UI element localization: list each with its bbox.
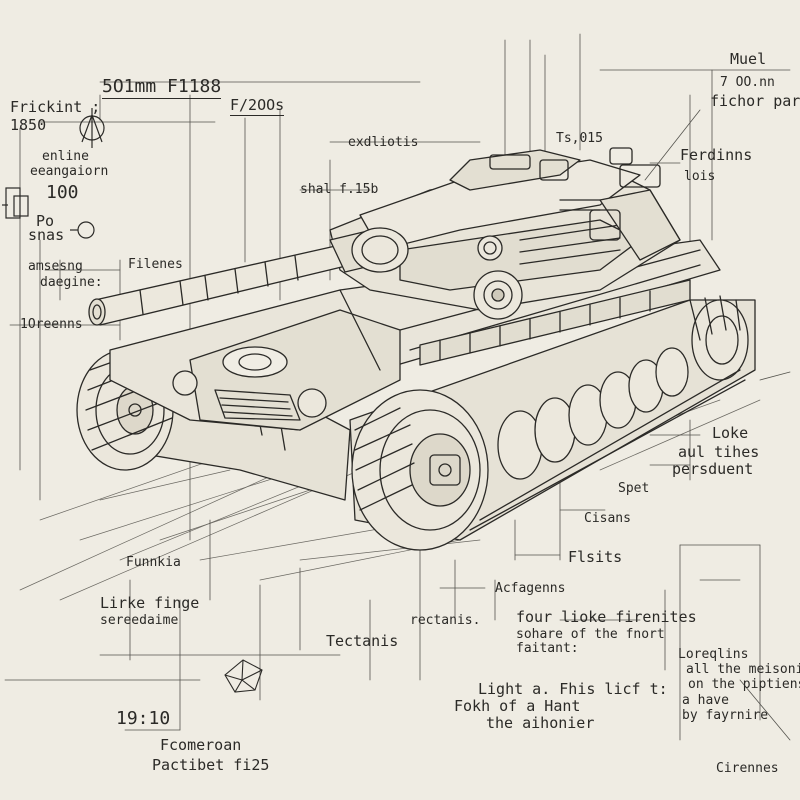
note-loreq-line5: by fayrnire bbox=[682, 708, 769, 723]
label-loke: Loke bbox=[712, 424, 749, 442]
dimension-title: 5O1mm F1188 bbox=[102, 76, 222, 99]
note-four-line1: four lioke firenites bbox=[516, 608, 697, 626]
label-ferdinns: Ferdinns bbox=[680, 146, 753, 164]
label-fcomeroan: Fcomeroan bbox=[160, 736, 242, 754]
label-ts: Ts,015 bbox=[556, 131, 603, 146]
note-loreq-line1: Loreqlins bbox=[678, 647, 749, 662]
label-spet: Spet bbox=[618, 481, 650, 496]
label-rectanis: rectanis. bbox=[410, 613, 481, 628]
note-light-line3: the aihonier bbox=[486, 714, 595, 732]
label-mm: 7 OO.nn bbox=[720, 75, 775, 90]
label-acfagenns: Acfagenns bbox=[495, 581, 566, 596]
note-loreq-line2: all the meisonies bbox=[686, 662, 800, 677]
label-flsits: Flsits bbox=[568, 548, 623, 566]
label-aul-tihes: aul tihes bbox=[678, 443, 760, 461]
label-shal: shal f.15b bbox=[300, 182, 379, 197]
compass-sketch-icon bbox=[79, 108, 105, 148]
note-loreq-line3: on the piptiens bbox=[688, 677, 800, 692]
note-four-line2: sohare of the fnort bbox=[516, 627, 665, 642]
label-fichor: fichor part, bbox=[710, 92, 800, 110]
label-screedaime: sereedaime bbox=[100, 613, 179, 628]
note-four-line3: faitant: bbox=[516, 641, 579, 656]
small-circle-icon bbox=[70, 221, 95, 239]
label-lois: lois bbox=[684, 169, 716, 184]
label-eeangaiorn: eeangaiorn bbox=[30, 164, 109, 179]
label-exdliotis: exdliotis bbox=[348, 135, 419, 150]
label-frickint: Frickint ; bbox=[10, 98, 101, 116]
label-tectanis: Tectanis bbox=[326, 632, 399, 650]
note-loreq-line4: a have bbox=[682, 693, 729, 708]
label-enline: enline bbox=[42, 149, 89, 164]
label-pactibet: Pactibet fi25 bbox=[152, 756, 270, 774]
dimension-sub: F/2OOs bbox=[230, 96, 285, 116]
label-snas: snas bbox=[28, 226, 65, 244]
label-amsesng: amsesng bbox=[28, 259, 83, 274]
label-year: 1850 bbox=[10, 116, 47, 134]
note-light-line1: Light a. Fhis licf t: bbox=[478, 680, 668, 698]
label-funnkia: Funnkia bbox=[126, 555, 181, 570]
note-light-line2: Fokh of a Hant bbox=[454, 697, 581, 715]
label-daegine: daegine: bbox=[40, 275, 103, 290]
bracket-sketch-icon bbox=[2, 187, 29, 219]
label-muel: Muel bbox=[730, 50, 767, 68]
label-ioreenns: 1Oreenns bbox=[20, 317, 83, 332]
main-gun bbox=[88, 227, 409, 326]
label-lirke: Lirke finge bbox=[100, 594, 200, 612]
label-cirennes: Cirennes bbox=[716, 761, 779, 776]
label-100: 100 bbox=[46, 182, 79, 203]
right-track bbox=[349, 295, 756, 551]
label-cisans: Cisans bbox=[584, 511, 631, 526]
turret bbox=[329, 147, 681, 320]
label-persduent: persduent bbox=[672, 460, 754, 478]
construction-lines bbox=[4, 33, 791, 741]
label-filenes: Filenes bbox=[128, 257, 183, 272]
label-po: Po bbox=[36, 212, 55, 230]
polyhedron-sketch-icon bbox=[224, 659, 263, 693]
label-time: 19:10 bbox=[116, 708, 171, 729]
